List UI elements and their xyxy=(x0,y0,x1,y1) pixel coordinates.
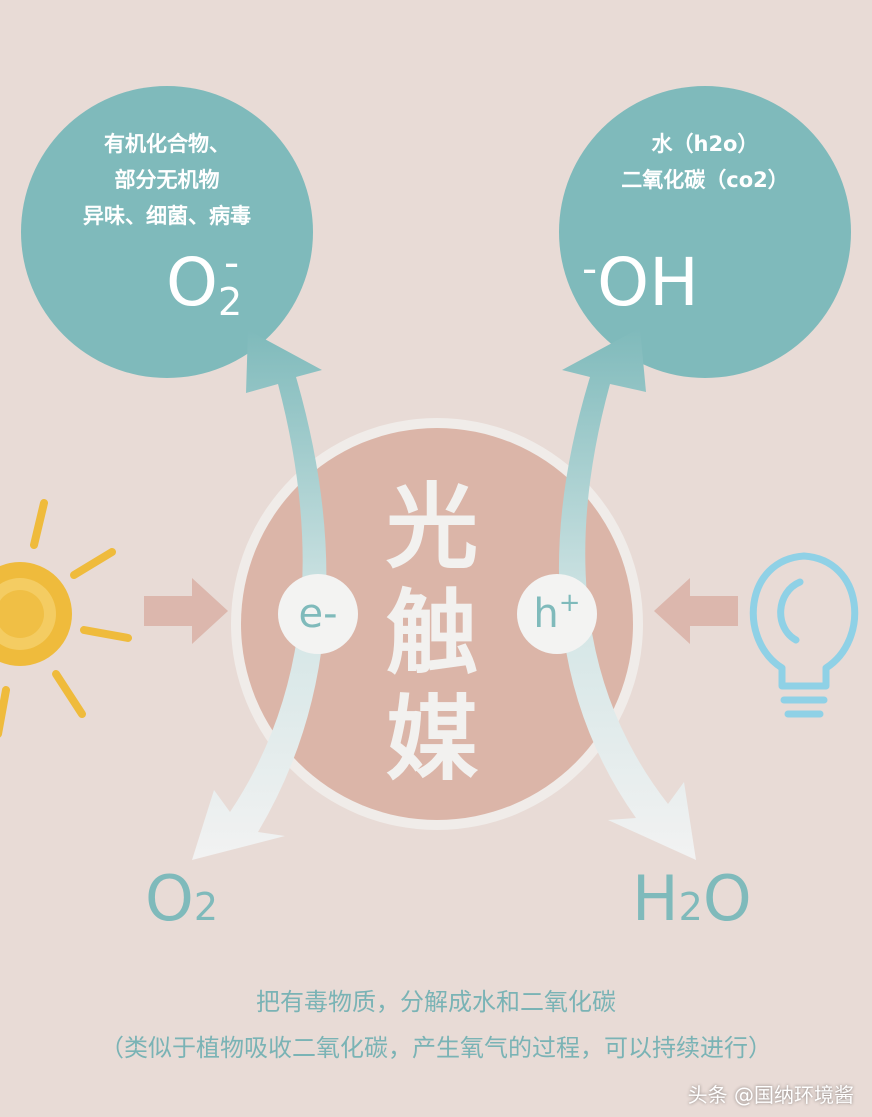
right-bubble-line-1: 水（h2o） xyxy=(651,132,759,156)
caption-line-2: （类似于植物吸收二氧化碳，产生氧气的过程，可以持续进行） xyxy=(100,1034,772,1062)
left-input-arrow xyxy=(144,578,228,644)
water-product-h: H xyxy=(632,862,679,935)
sun-icon xyxy=(0,499,132,738)
light-bulb-icon xyxy=(749,552,859,718)
hydroxyl-ion-label: -OH xyxy=(582,244,699,324)
left-bubble-line-3: 异味、细菌、病毒 xyxy=(83,204,251,228)
oxygen-product-label: O2 xyxy=(145,868,218,938)
hole-symbol: h xyxy=(533,591,559,637)
hole-disc xyxy=(517,574,597,654)
left-bubble-line-2: 部分无机物 xyxy=(114,168,220,192)
right-input-arrow xyxy=(654,578,738,644)
hydroxyl-ion-charge: - xyxy=(582,244,598,293)
hole-label: h+ xyxy=(517,588,597,639)
oxygen-product-symbol: O xyxy=(145,862,194,935)
right-bubble xyxy=(559,86,851,378)
hole-charge: + xyxy=(558,588,581,618)
superoxide-ion-charge: - xyxy=(224,238,240,287)
center-char-2: 触 xyxy=(386,580,479,687)
superoxide-ion-label: O2- xyxy=(166,238,243,325)
water-product-o: O xyxy=(702,862,752,935)
photocatalyst-core xyxy=(241,428,633,820)
left-bubble xyxy=(21,86,313,378)
oxygen-product-subscript: 2 xyxy=(193,885,218,929)
left-curved-arrow xyxy=(192,330,327,860)
electron-label: e- xyxy=(298,591,338,637)
superoxide-ion-subscript: 2 xyxy=(217,280,243,324)
electron-disc xyxy=(278,574,358,654)
water-product-subscript: 2 xyxy=(678,885,703,929)
superoxide-ion-symbol: O xyxy=(166,244,218,321)
right-bubble-line-2: 二氧化碳（co2） xyxy=(621,168,789,192)
right-curved-arrow xyxy=(558,328,696,860)
center-char-1: 光 xyxy=(386,474,479,581)
left-bubble-line-1: 有机化合物、 xyxy=(104,132,230,156)
hydroxyl-ion-symbol: OH xyxy=(597,244,699,321)
caption-line-1: 把有毒物质，分解成水和二氧化碳 xyxy=(256,988,616,1016)
watermark: 头条 @国纳环境酱 xyxy=(687,1083,854,1107)
water-product-label: H2O xyxy=(632,868,752,938)
center-char-3: 媒 xyxy=(386,686,479,793)
